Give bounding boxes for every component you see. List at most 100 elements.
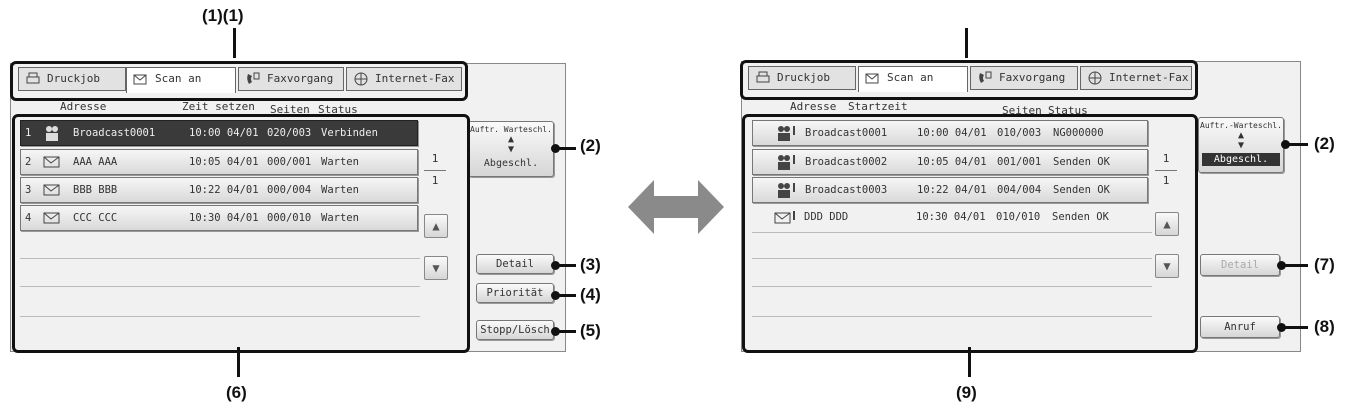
- row-address: Broadcast0003: [805, 184, 888, 196]
- callout-8: (8): [1314, 317, 1335, 336]
- job-row[interactable]: 2 AAA AAA 10:05 04/01 000/001 Warten: [20, 149, 418, 175]
- stop-label: Stopp/Lösch: [480, 324, 550, 336]
- row-address: DDD DDD: [804, 211, 849, 223]
- row-time: 10:30 04/01: [916, 211, 986, 223]
- callout-7: (7): [1314, 255, 1335, 274]
- row-status: Warten: [321, 184, 359, 196]
- broadcast-icon: [778, 126, 795, 141]
- mail-icon: [774, 211, 795, 224]
- page-total: 1: [1162, 174, 1170, 187]
- tab-internet-fax[interactable]: Internet-Fax: [346, 67, 462, 91]
- detail-button[interactable]: Detail: [476, 254, 554, 274]
- queue-label: Auftr.-Warteschl.: [1200, 121, 1282, 130]
- leader-dot: [551, 261, 560, 270]
- scroll-up-button[interactable]: ▲: [424, 214, 448, 238]
- page-divider: [1155, 170, 1177, 171]
- row-time: 10:22 04/01: [917, 184, 987, 196]
- job-row[interactable]: DDD DDD 10:30 04/01 010/010 Senden OK: [752, 205, 1148, 231]
- empty-row-line: [752, 232, 1152, 233]
- empty-row-line: [20, 286, 420, 287]
- scroll-down-button[interactable]: ▼: [424, 256, 448, 280]
- queue-toggle-button[interactable]: Auftr. Warteschl. ▲▼ Abgeschl.: [468, 121, 554, 177]
- tab-label: Druckjob: [47, 72, 100, 85]
- row-address: CCC CCC: [73, 212, 118, 224]
- call-button[interactable]: Anruf: [1200, 316, 1280, 338]
- row-number: 1: [25, 127, 32, 139]
- empty-row-line: [752, 316, 1152, 317]
- fax-icon: [247, 72, 260, 84]
- row-status: Warten: [321, 156, 359, 168]
- job-row[interactable]: Broadcast0003 10:22 04/01 004/004 Senden…: [752, 177, 1148, 203]
- leader-line: [1280, 326, 1308, 329]
- row-time: 10:00 04/01: [917, 127, 987, 139]
- column-header-pages: Seiten: [1002, 104, 1042, 117]
- job-row[interactable]: 3 BBB BBB 10:22 04/01 000/004 Warten: [20, 177, 418, 203]
- broadcast-icon: [778, 183, 795, 198]
- detail-button[interactable]: Detail: [1200, 254, 1280, 276]
- row-status: NG000000: [1053, 127, 1104, 139]
- tab-fax[interactable]: Faxvorgang: [238, 67, 344, 91]
- leader-dot: [1281, 140, 1290, 149]
- tab-print-job[interactable]: Druckjob: [748, 66, 856, 90]
- row-pages: 004/004: [997, 184, 1042, 196]
- column-header-address: Adresse: [790, 100, 837, 113]
- job-row[interactable]: 4 CCC CCC 10:30 04/01 000/010 Warten: [20, 205, 418, 231]
- leader-dot: [1277, 323, 1286, 332]
- broadcast-icon: [778, 155, 795, 170]
- list-highlight-frame: [12, 114, 470, 353]
- leader-line: [554, 147, 576, 150]
- job-row[interactable]: 1 Broadcast0001 10:00 04/01 020/003 Verb…: [20, 120, 418, 146]
- priority-button[interactable]: Priorität: [476, 283, 554, 303]
- arrow-up-icon: ▲: [1163, 217, 1171, 231]
- job-row[interactable]: Broadcast0002 10:05 04/01 001/001 Senden…: [752, 149, 1148, 175]
- stop-delete-button[interactable]: Stopp/Lösch: [476, 320, 554, 340]
- row-time: 10:30 04/01: [189, 212, 259, 224]
- callout-6: (6): [226, 383, 247, 402]
- broadcast-icon: [46, 126, 58, 141]
- page-current: 1: [431, 152, 439, 165]
- row-status: Verbinden: [321, 127, 378, 139]
- tab-label: Scan an: [887, 71, 934, 84]
- scan-icon: [865, 73, 879, 84]
- column-header-pages: Seiten: [270, 103, 310, 116]
- row-number: 3: [25, 184, 32, 196]
- leader-line: [968, 347, 971, 377]
- tab-label: Internet-Fax: [375, 72, 455, 85]
- priority-label: Priorität: [486, 287, 544, 299]
- column-header-status: Status: [318, 103, 358, 116]
- row-address: Broadcast0001: [805, 127, 888, 139]
- printer-icon: [756, 71, 770, 83]
- scroll-up-button[interactable]: ▲: [1155, 212, 1179, 236]
- tab-fax[interactable]: Faxvorgang: [970, 66, 1078, 90]
- completed-label: Abgeschl.: [483, 158, 539, 169]
- completed-label: Abgeschl.: [1202, 153, 1280, 166]
- fax-icon: [979, 71, 992, 83]
- row-pages: 020/003: [267, 127, 312, 139]
- page-divider: [424, 170, 446, 171]
- row-time: 10:05 04/01: [917, 156, 987, 168]
- scroll-down-button[interactable]: ▼: [1155, 254, 1179, 278]
- row-status: Senden OK: [1053, 156, 1110, 168]
- tab-scan-to[interactable]: Scan an: [126, 67, 236, 93]
- leader-line: [1284, 143, 1308, 146]
- page-total: 1: [431, 174, 439, 187]
- row-time: 10:05 04/01: [189, 156, 259, 168]
- tab-scan-to[interactable]: Scan an: [858, 66, 968, 92]
- queue-toggle-button[interactable]: Auftr.-Warteschl. ▲▼ Abgeschl.: [1198, 117, 1284, 173]
- tab-print-job[interactable]: Druckjob: [18, 67, 126, 91]
- internet-fax-icon: [1088, 71, 1102, 85]
- row-address: Broadcast0001: [73, 127, 156, 139]
- queue-label: Auftr. Warteschl.: [470, 125, 552, 134]
- row-time: 10:00 04/01: [189, 127, 259, 139]
- column-header-time: Zeit setzen: [182, 100, 255, 113]
- scan-icon: [133, 74, 147, 85]
- tab-label: Faxvorgang: [267, 72, 334, 85]
- printer-icon: [26, 72, 40, 84]
- internet-fax-icon: [354, 72, 368, 86]
- leader-line: [1280, 264, 1308, 267]
- leader-line: [233, 28, 236, 58]
- row-number: 4: [25, 212, 32, 224]
- row-pages: 010/003: [997, 127, 1042, 139]
- tab-internet-fax[interactable]: Internet-Fax: [1080, 66, 1192, 90]
- job-row[interactable]: Broadcast0001 10:00 04/01 010/003 NG0000…: [752, 120, 1148, 146]
